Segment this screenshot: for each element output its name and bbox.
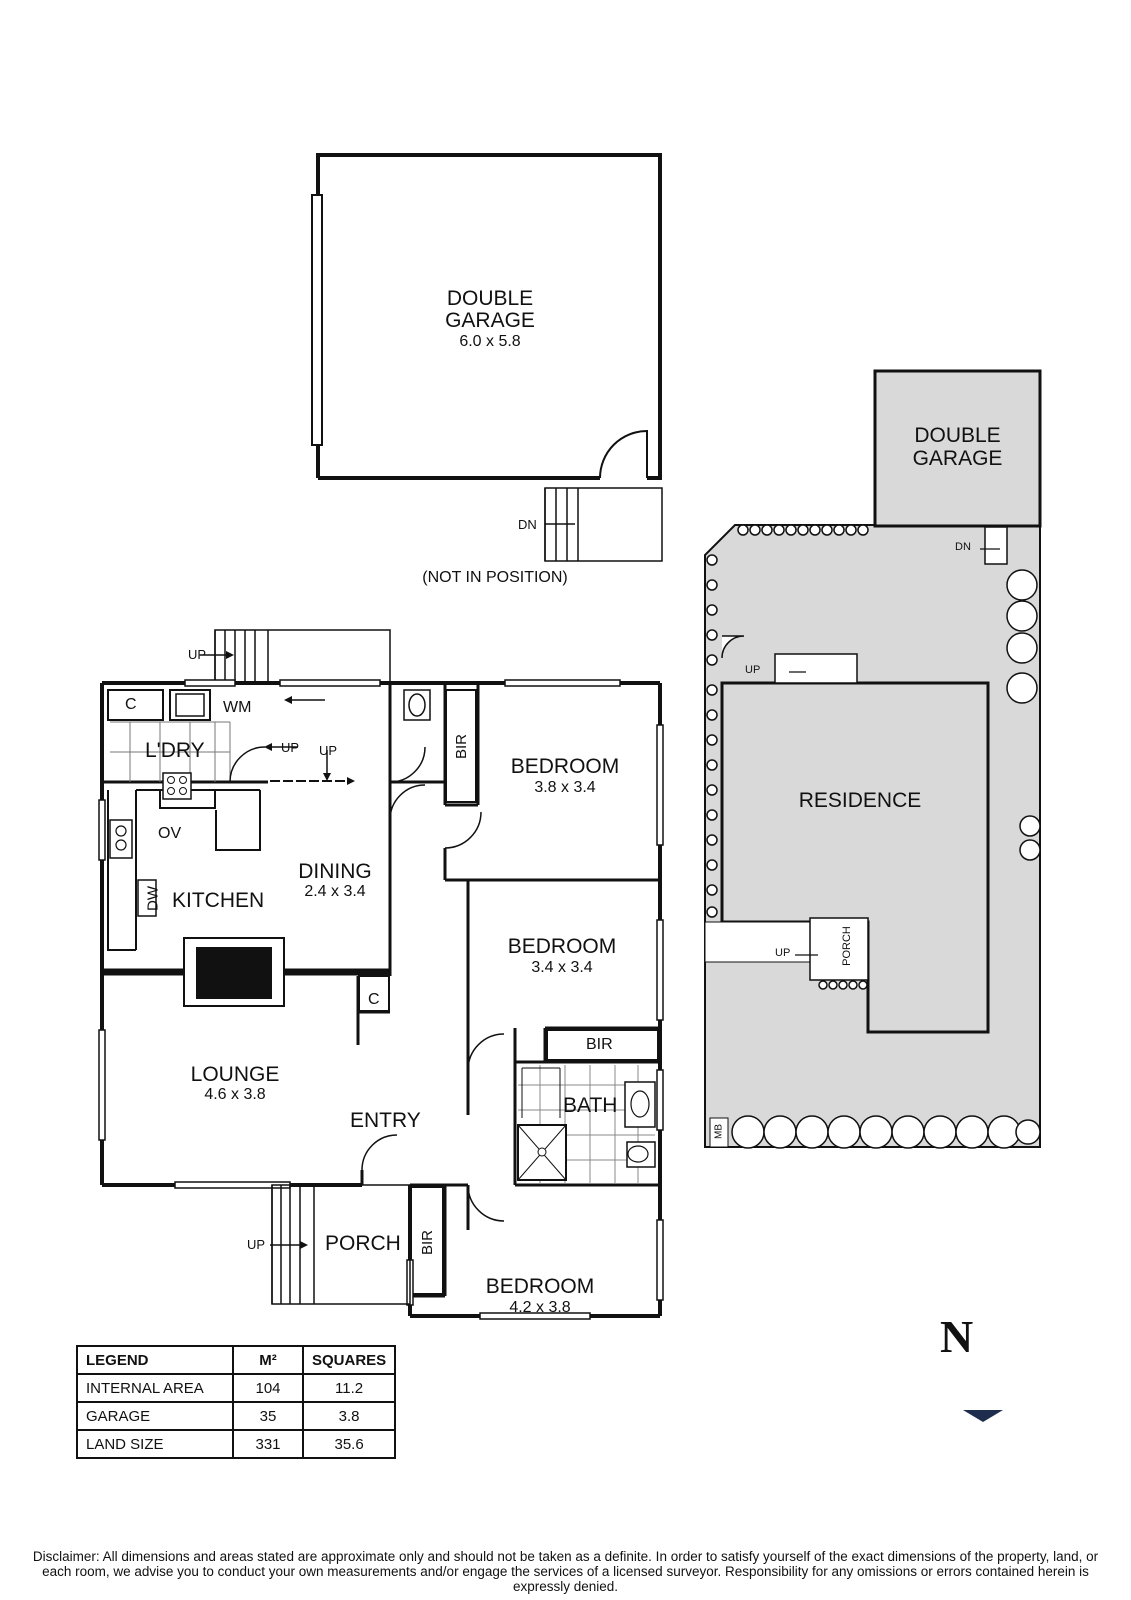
bath-label: BATH <box>563 1094 618 1117</box>
bir1-label: BIR <box>453 734 470 760</box>
dining-dims: 2.4 x 3.4 <box>304 883 366 900</box>
garage-dims: 6.0 x 5.8 <box>459 333 521 350</box>
laundry-up-label: UP <box>281 740 300 755</box>
legend-cell-label: LAND SIZE <box>76 1429 234 1459</box>
lounge-dims: 4.6 x 3.8 <box>204 1086 266 1103</box>
garage-side-door <box>599 429 648 479</box>
wm-label: WM <box>223 699 252 716</box>
bir2-label: BIR <box>586 1036 613 1053</box>
dishwasher-label: DW <box>144 886 162 911</box>
north-arrow <box>963 1410 1003 1422</box>
site-trees <box>731 569 1041 1149</box>
site-porch-label: PORCH <box>841 926 853 966</box>
kitchen-benches <box>107 789 261 951</box>
garage-label-line2: GARAGE <box>445 309 535 332</box>
site-hedges <box>706 524 869 990</box>
site-garage-label-line2: GARAGE <box>912 447 1003 470</box>
legend-cell-m2: 331 <box>232 1429 304 1459</box>
site-up-label-rear: UP <box>745 664 761 676</box>
legend-cell-m2: 35 <box>232 1401 304 1431</box>
garage-dn-label: DN <box>518 517 537 532</box>
not-in-position-label: (NOT IN POSITION) <box>422 569 568 586</box>
site-mb-label: MB <box>713 1124 725 1139</box>
rear-up-label: UP <box>188 647 207 662</box>
legend-header-squares: SQUARES <box>301 1345 397 1375</box>
site-residence-label: RESIDENCE <box>798 789 922 812</box>
site-up-label-front: UP <box>775 947 791 959</box>
legend-header-label: LEGEND <box>76 1345 234 1375</box>
kitchen-sink <box>109 819 133 859</box>
site-garage <box>873 369 1042 528</box>
legend-row: LAND SIZE 331 35.6 <box>76 1429 397 1459</box>
laundry-tiles <box>110 721 231 782</box>
porch-up-label: UP <box>247 1237 266 1252</box>
cooktop <box>162 772 192 800</box>
legend-row: INTERNAL AREA 104 11.2 <box>76 1373 397 1403</box>
legend-cell-squares: 35.6 <box>301 1429 397 1459</box>
legend-table: LEGEND M² SQUARES INTERNAL AREA 104 11.2… <box>76 1345 397 1459</box>
laundry-cupboard-label: C <box>125 696 137 713</box>
bedroom3-label: BEDROOM <box>485 1275 595 1298</box>
site-garage-label-line1: DOUBLE <box>914 424 1001 447</box>
bedroom2-dims: 3.4 x 3.4 <box>531 959 593 976</box>
porch-label: PORCH <box>325 1232 401 1255</box>
legend-cell-m2: 104 <box>232 1373 304 1403</box>
hall-up-label: UP <box>319 743 338 758</box>
bedroom3-dims: 4.2 x 3.8 <box>509 1299 571 1316</box>
oven-label: OV <box>158 825 182 842</box>
bir3-label: BIR <box>419 1230 436 1256</box>
rear-deck <box>214 629 391 684</box>
door-swings <box>361 784 505 1222</box>
site-dn-label: DN <box>955 541 971 553</box>
laundry-label: L'DRY <box>145 739 205 762</box>
bedroom2-label: BEDROOM <box>507 935 617 958</box>
legend-cell-label: GARAGE <box>76 1401 234 1431</box>
disclaimer-text: Disclaimer: All dimensions and areas sta… <box>32 1549 1099 1594</box>
legend-header-row: LEGEND M² SQUARES <box>76 1345 397 1375</box>
vanity <box>624 1081 656 1128</box>
bedroom1-label: BEDROOM <box>510 755 620 778</box>
garage-label-line1: DOUBLE <box>446 287 534 310</box>
lounge-cupboard-label: C <box>368 991 380 1008</box>
kitchen-label: KITCHEN <box>172 889 265 912</box>
legend-cell-squares: 11.2 <box>301 1373 397 1403</box>
windows <box>98 679 664 1320</box>
legend-cell-label: INTERNAL AREA <box>76 1373 234 1403</box>
lounge-label: LOUNGE <box>190 1063 280 1086</box>
dining-label: DINING <box>298 860 372 883</box>
legend-header-m2: M² <box>232 1345 304 1375</box>
fireplace <box>196 947 272 999</box>
legend-row: GARAGE 35 3.8 <box>76 1401 397 1431</box>
garage-door <box>311 194 323 446</box>
north-label: N <box>940 1311 974 1362</box>
entry-label: ENTRY <box>350 1109 421 1132</box>
bedroom1-dims: 3.8 x 3.4 <box>534 779 596 796</box>
legend-cell-squares: 3.8 <box>301 1401 397 1431</box>
